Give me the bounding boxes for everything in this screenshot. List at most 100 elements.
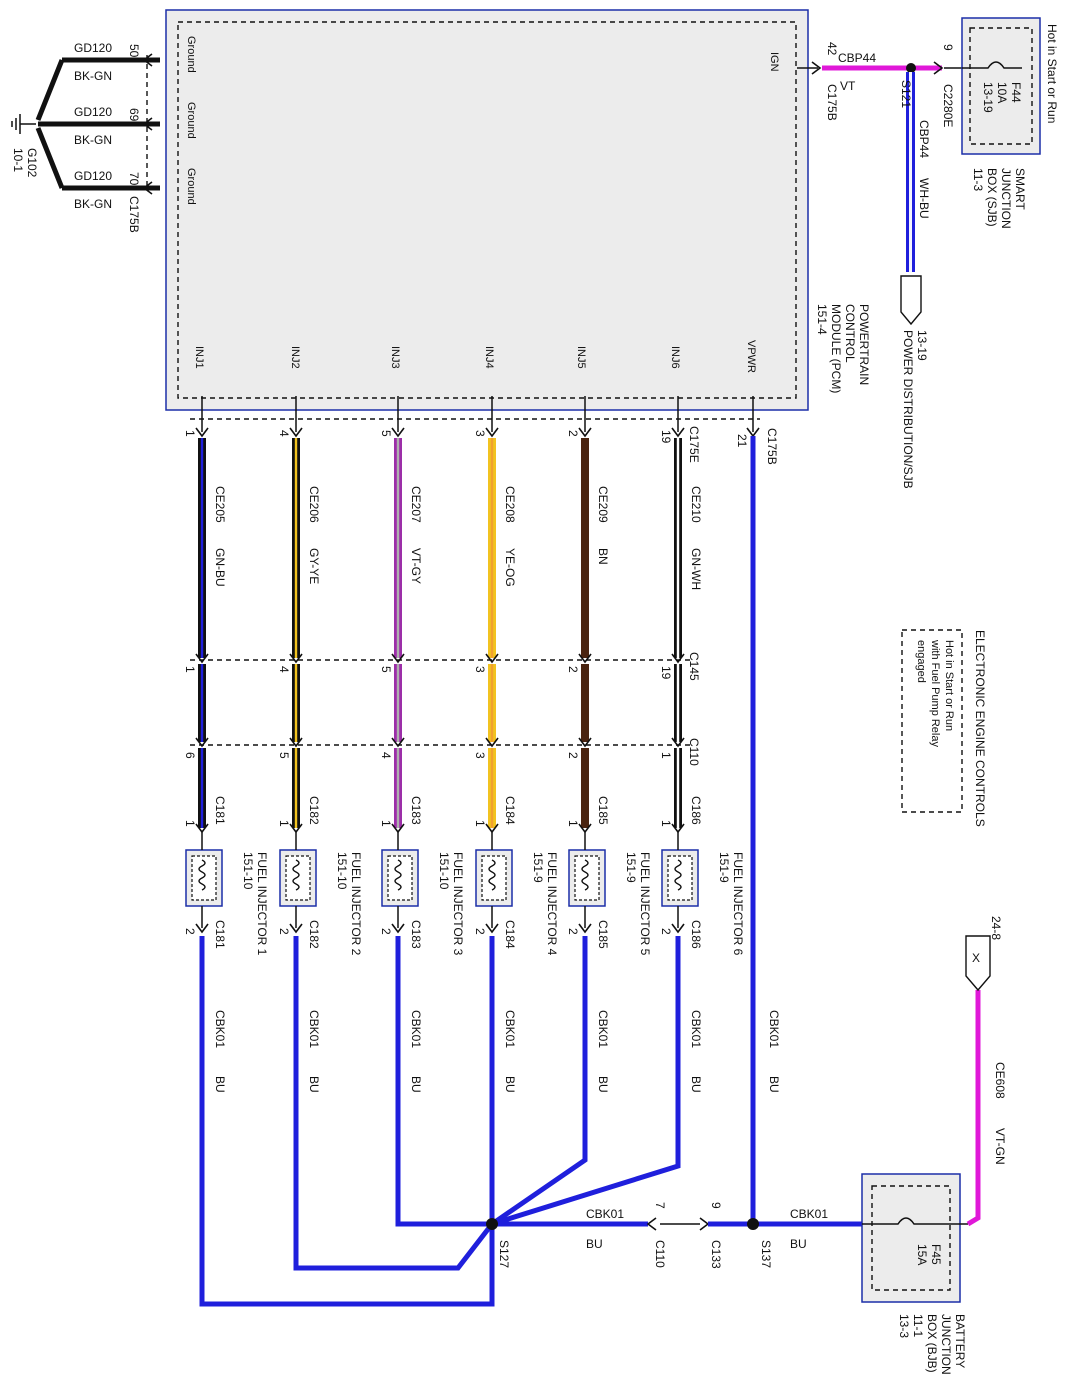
inj4-return-color: BU — [503, 1076, 517, 1093]
ce608-ref-mark: X — [972, 951, 980, 965]
inj6-return-circuit: CBK01 — [689, 1010, 703, 1048]
ign-circuit: CBP44 — [838, 51, 876, 65]
pcm-name-line-2: CONTROL — [843, 304, 857, 363]
inj2-connector-top: C182 — [307, 796, 321, 825]
inj6-return-color: BU — [689, 1076, 703, 1093]
inj2-arrow-1 — [289, 737, 303, 748]
fuel-injector-5-inner — [574, 855, 600, 901]
ce608-feed: X 24-8 CE608 VT-GN — [965, 916, 1007, 1227]
inj3-return-circuit: CBK01 — [409, 1010, 423, 1048]
inj1-color: GN-BU — [213, 548, 227, 587]
inj2-pcm-pin: 4 — [277, 430, 291, 437]
inj1-pcm-arrow — [195, 427, 209, 438]
ground-pin-1: 50 — [127, 44, 141, 58]
ce608-ref-page: 24-8 — [989, 916, 1003, 940]
inj6-wire-inner-1 — [676, 664, 680, 742]
ground-symbol-icon — [11, 114, 36, 134]
inj4-arrow-1 — [485, 737, 499, 748]
inj5-c145-pin: 2 — [566, 666, 580, 673]
inj5-circuit: CE209 — [596, 486, 610, 523]
inj3-wire-inner-2 — [396, 748, 400, 828]
ign-feed: 42 C175B CBP44 VT S121 9 C2280E CBP44 WH… — [797, 42, 962, 489]
pcm-ground-1: Ground — [185, 36, 197, 73]
inj1-page: 151-10 — [241, 852, 255, 890]
inj2-page: 151-10 — [335, 852, 349, 890]
inj1-connector-top: C181 — [213, 796, 227, 825]
inj6-out-arrow — [671, 923, 685, 934]
inj6-arrow-0 — [671, 653, 685, 664]
inj6-page: 151-9 — [717, 852, 731, 883]
inj4-page: 151-9 — [531, 852, 545, 883]
bjb-name-4: 11-1 — [911, 1314, 925, 1337]
c110-pin: 7 — [653, 1202, 667, 1209]
fuel-injector-3-inner — [387, 855, 413, 901]
inj2-color: GY-YE — [307, 548, 321, 584]
sjb-page: 13-19 — [981, 82, 995, 113]
pcm-pin-inj1: INJ1 — [193, 346, 205, 369]
inj4-connector-top: C184 — [503, 796, 517, 825]
power-dist-page: 13-19 — [915, 330, 929, 361]
inj3-out-arrow — [391, 923, 405, 934]
pcm-pin-inj2: INJ2 — [289, 346, 301, 369]
inj5-color: BN — [596, 548, 610, 565]
inj2-wire-inner-1 — [294, 664, 298, 742]
inj1-arrow-1 — [195, 737, 209, 748]
inj5-pcm-arrow — [578, 427, 592, 438]
injector-coil-icon-3 — [394, 859, 402, 891]
inj6-pin-b: 2 — [659, 928, 673, 935]
inj3-pin-b: 2 — [379, 928, 393, 935]
bjb-module: F45 15A BATTERY JUNCTION BOX (BJB) 11-1 … — [861, 1173, 968, 1375]
ground-pin-2: 69 — [127, 108, 141, 122]
c175e-label: C175E — [687, 426, 701, 463]
sjb-connector: C2280E — [941, 84, 955, 127]
inj5-wire-inner-1 — [583, 664, 587, 742]
inj5-pin-a: 1 — [566, 820, 580, 827]
bjb-name-1: BATTERY — [953, 1314, 967, 1368]
c110-label: C110 — [687, 738, 701, 766]
inj6-color: GN-WH — [689, 548, 703, 590]
ce608-ref-box — [965, 935, 991, 992]
ground-wire-2-color: BK-GN — [74, 133, 112, 147]
pcm-ground-labels: Ground Ground Ground IGN VPWR — [185, 36, 780, 373]
inj2-c110-pin: 5 — [277, 752, 291, 759]
inj5-return-color: BU — [596, 1076, 610, 1093]
inj6-name: FUEL INJECTOR 6 — [731, 852, 745, 956]
inj4-name: FUEL INJECTOR 4 — [545, 852, 559, 956]
ground-wire-1-color: BK-GN — [74, 69, 112, 83]
fuel-injector-6-inner — [667, 855, 693, 901]
ign-connector: C175B — [825, 84, 839, 121]
ign-arrow — [811, 61, 822, 75]
return-path-5 — [490, 936, 588, 1227]
inj4-return-circuit: CBK01 — [503, 1010, 517, 1048]
inj1-c110-pin: 6 — [183, 752, 197, 759]
inj2-c145-pin: 4 — [277, 666, 291, 673]
bjb-circuit: CBK01 — [790, 1207, 828, 1221]
sjb-fuse-icon — [962, 61, 1022, 69]
inj1-pcm-pin: 1 — [183, 430, 197, 437]
inj6-pin-a: 1 — [659, 820, 673, 827]
inj2-pin-a: 1 — [277, 820, 291, 827]
c133-label: C133 — [709, 1240, 723, 1269]
sjb-hot-note: Hot in Start or Run — [1045, 24, 1059, 123]
injector-coil-icon-4 — [488, 859, 496, 891]
legend-title: ELECTRONIC ENGINE CONTROLS — [973, 630, 987, 827]
pcm-pin-ign: IGN — [768, 52, 780, 72]
inj5-pin-b: 2 — [566, 928, 580, 935]
inj3-pin-a: 1 — [379, 820, 393, 827]
inj6-wire-inner-0 — [676, 438, 680, 658]
branch-color: WH-BU — [917, 178, 931, 219]
inj1-name: FUEL INJECTOR 1 — [255, 852, 269, 956]
inj1-connector-bottom: C181 — [213, 920, 227, 949]
fuel-injector-1-inner — [191, 855, 217, 901]
splice-s121 — [906, 63, 916, 73]
pcm-module — [165, 9, 809, 411]
inj5-arrow-0 — [578, 653, 592, 664]
inj4-wire-inner-2 — [490, 748, 494, 828]
inj3-c145-pin: 5 — [379, 666, 393, 673]
inj4-circuit: CE208 — [503, 486, 517, 523]
legend: ELECTRONIC ENGINE CONTROLS Hot in Start … — [901, 629, 987, 827]
bjb-inner-dash — [871, 1185, 951, 1291]
inj4-wire-inner-0 — [490, 438, 494, 658]
inj3-color: VT-GY — [409, 548, 423, 584]
